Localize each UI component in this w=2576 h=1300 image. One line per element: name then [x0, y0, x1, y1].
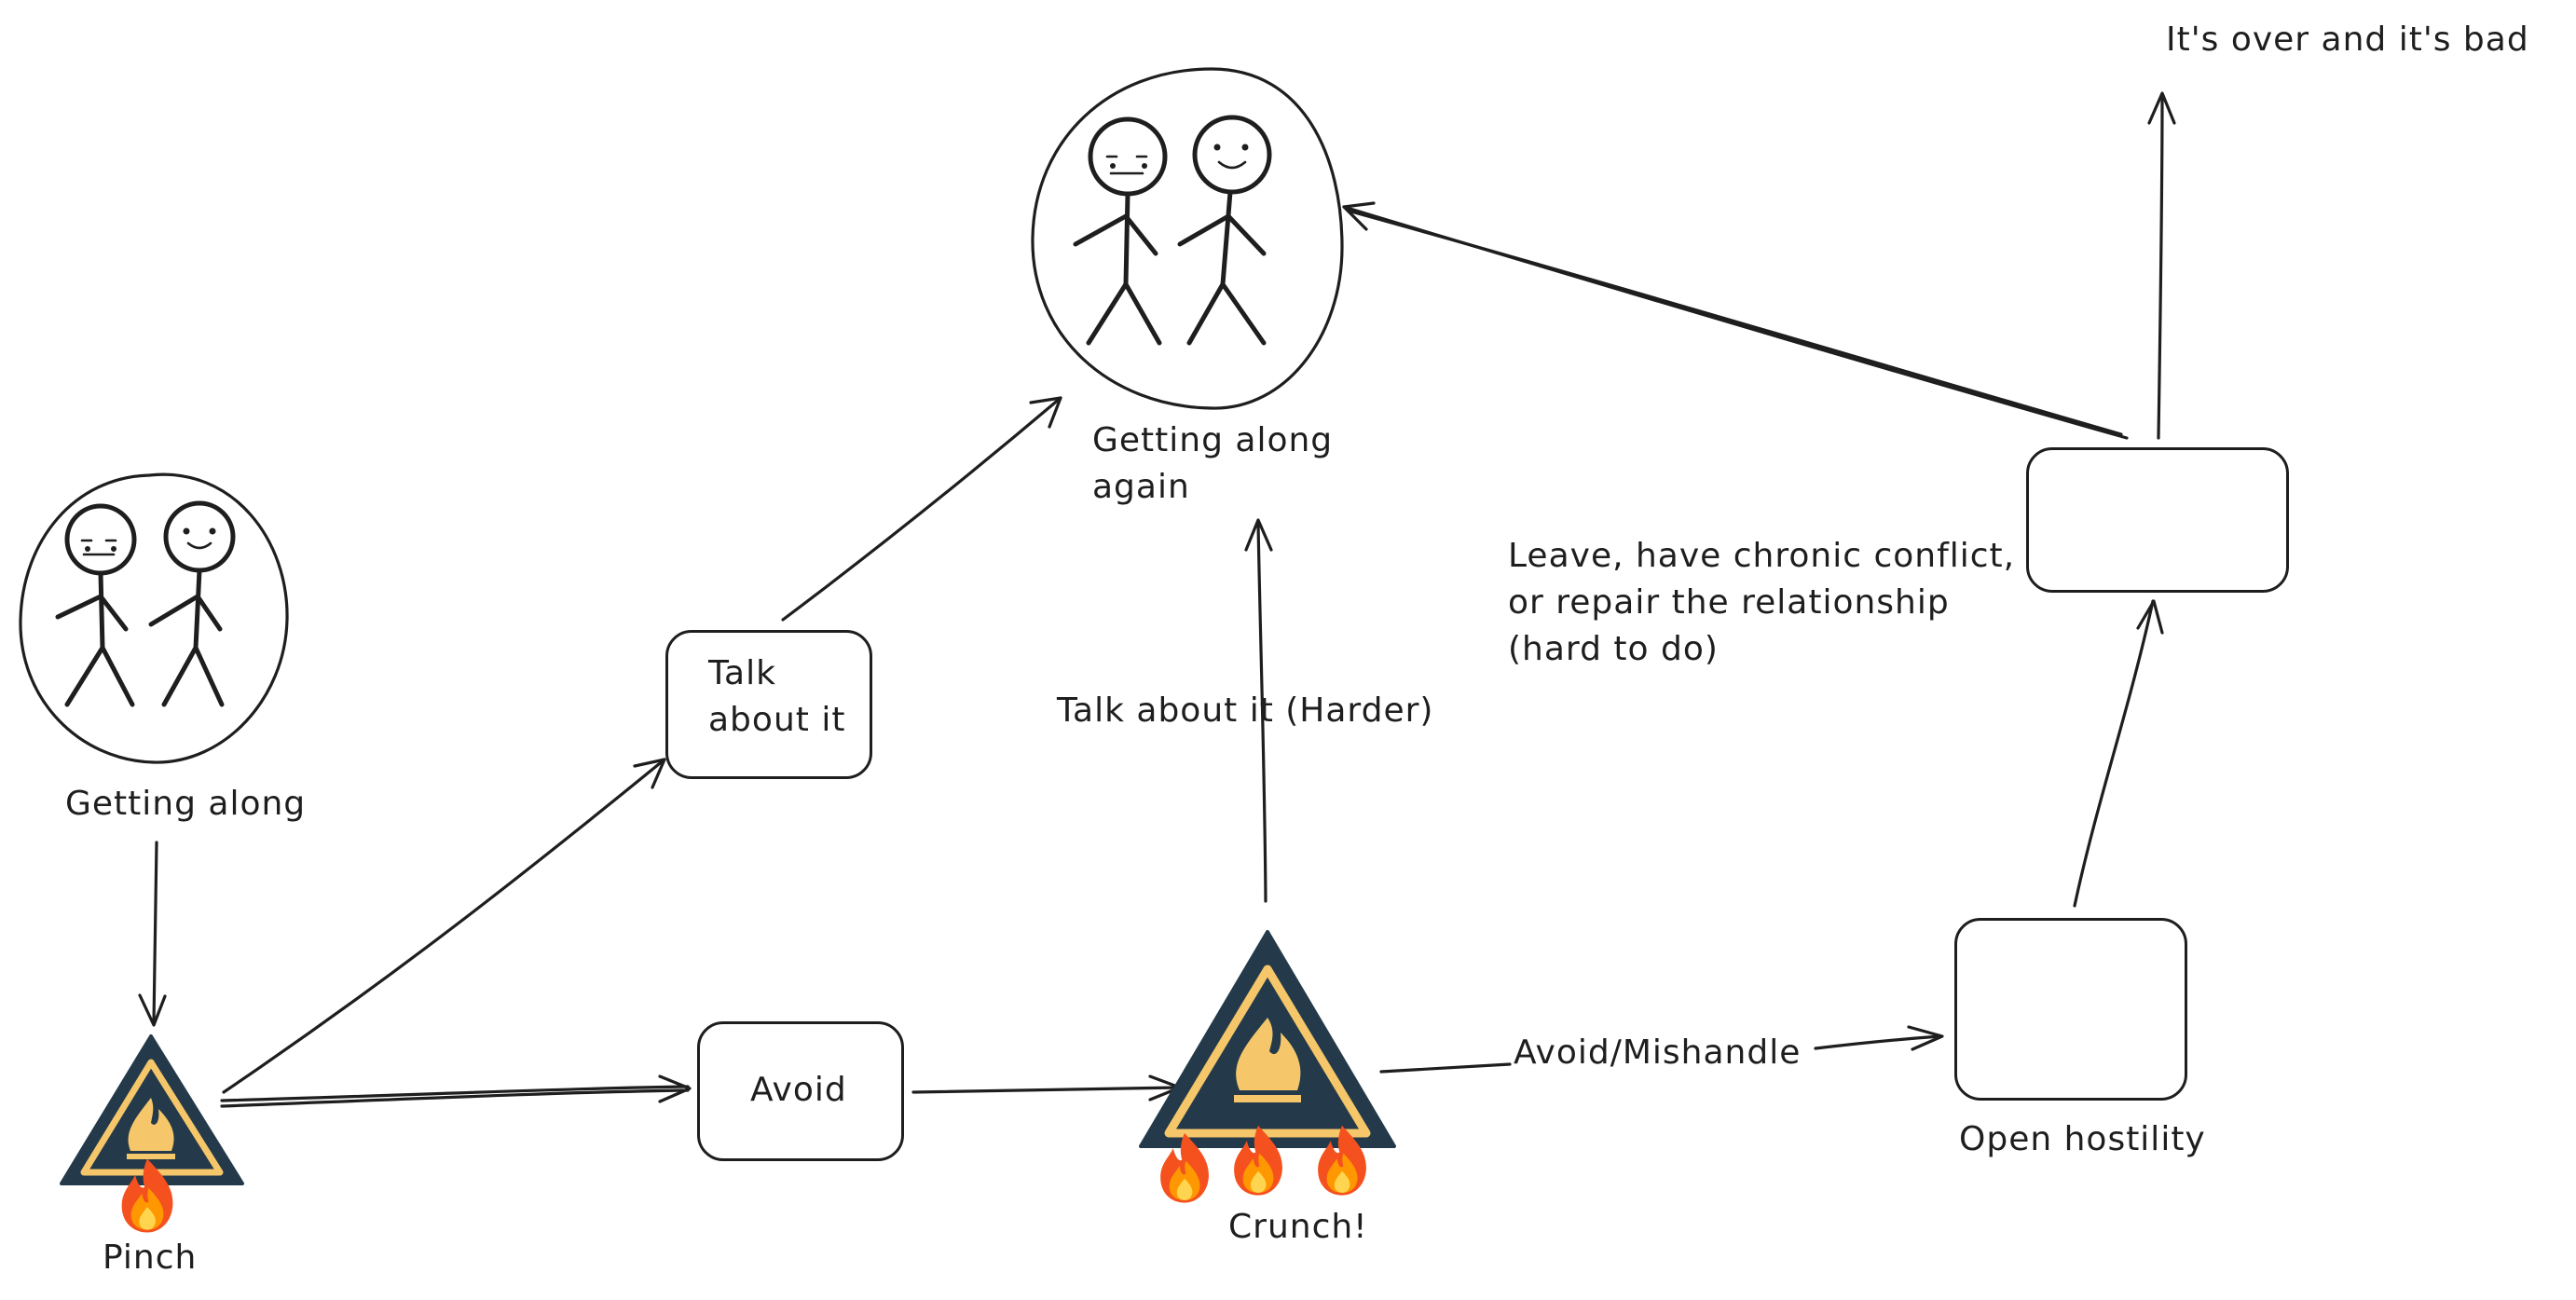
arrow-talk-to-again [781, 396, 1062, 622]
avoid-box [697, 1021, 904, 1161]
arrow-getting-along-to-pinch [138, 841, 167, 1027]
stick-figure-pair-icon [1031, 67, 1344, 410]
arrow-choice-to-again [1342, 201, 2129, 440]
arrow-crunch-to-hostility [1379, 1025, 1944, 1074]
talk-about-it-harder-label: Talk about it (Harder) [1057, 691, 1434, 730]
open-hostility-box [1954, 918, 2187, 1101]
avoid-label: Avoid [750, 1071, 847, 1109]
arrow-pinch-to-avoid [220, 1074, 692, 1108]
stick-figure-pair-icon [19, 472, 289, 764]
choice-box [2026, 447, 2289, 593]
choice-note-label: Leave, have chronic conflict, or repair … [1508, 537, 2016, 668]
avoid-mishandle-label: Avoid/Mishandle [1514, 1033, 1802, 1072]
talk-about-it-label: Talk about it [708, 654, 846, 739]
arrow-pinch-to-talk [222, 758, 666, 1094]
its-over-label: It's over and it's bad [2166, 21, 2529, 59]
getting-along-label: Getting along [65, 785, 307, 823]
flammable-warning-sign-icon [60, 1034, 244, 1185]
getting-along-again-label: Getting along again [1092, 421, 1334, 506]
arrow-choice-to-over [2147, 91, 2176, 440]
arrow-crunch-to-again [1244, 518, 1273, 903]
open-hostility-label: Open hostility [1959, 1120, 2206, 1158]
talk-about-it-box [665, 630, 872, 779]
arrow-avoid-to-crunch [911, 1074, 1182, 1102]
flammable-warning-sign-icon [1139, 930, 1396, 1148]
pinch-label: Pinch [103, 1238, 198, 1277]
arrow-hostility-to-choice [2073, 599, 2164, 908]
crunch-label: Crunch! [1228, 1208, 1368, 1246]
